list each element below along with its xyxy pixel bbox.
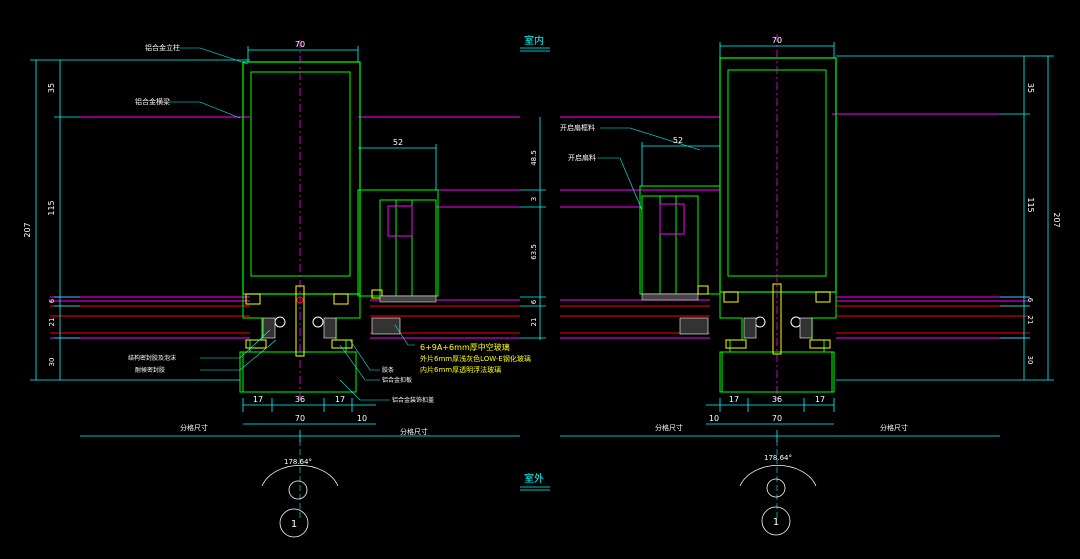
note-cover-plate: 铝合金扣板 (382, 376, 412, 384)
mid-dim-485: 48.5 (530, 150, 538, 166)
right-label-open-frame: 开启扇框料 (560, 123, 595, 132)
left-dim-70: 70 (295, 40, 305, 49)
right-dim-70b: 70 (772, 414, 782, 423)
left-angle: 178.64° (284, 458, 312, 466)
right-dim-17a: 17 (729, 395, 739, 404)
right-dim-70: 70 (772, 36, 782, 45)
left-dim-35: 35 (47, 83, 56, 93)
left-mullion-outer (242, 61, 361, 295)
right-label-open-sash: 开启扇料 (568, 153, 596, 162)
right-dim-115: 115 (1026, 197, 1035, 212)
glass-spec-1: 6+9A+6mm厚中空玻璃 (420, 342, 510, 352)
glass-spec-3: 内片6mm厚透明浮法玻璃 (420, 365, 501, 374)
note-gasket: 胶条 (382, 366, 394, 374)
left-label-alu-beam: 铝合金横梁 (135, 97, 170, 106)
mid-dim-21: 21 (530, 318, 538, 327)
right-dim-36: 36 (772, 395, 782, 404)
right-dim-17b: 17 (815, 395, 825, 404)
left-dim-17a: 17 (253, 395, 263, 404)
right-span-label: 分格尺寸 (655, 423, 683, 432)
left-dim-21: 21 (48, 318, 56, 327)
right-span-label-2: 分格尺寸 (880, 423, 908, 432)
left-dim-30: 30 (48, 358, 56, 367)
right-dim-21: 21 (1026, 316, 1034, 325)
right-dim-10: 10 (709, 414, 719, 423)
left-span-label-2: 分格尺寸 (400, 427, 428, 436)
right-angle: 178.64° (764, 454, 792, 462)
left-dim-52: 52 (393, 138, 403, 147)
interior-label: 室内 (524, 34, 544, 47)
left-dim-10: 10 (357, 414, 367, 423)
right-dim-30: 30 (1026, 356, 1034, 365)
glass-spec-2: 外片6mm厚浅灰色LOW-E钢化玻璃 (420, 354, 531, 363)
left-dim-115: 115 (47, 200, 56, 215)
left-dim-70b: 70 (295, 414, 305, 423)
left-section-number: 1 (291, 519, 297, 530)
right-dim-207: 207 (1052, 212, 1061, 227)
left-label-alu-post: 铝合金立柱 (145, 43, 180, 52)
mid-dim-3: 3 (530, 197, 538, 201)
exterior-label: 室外 (524, 472, 544, 485)
note-weather-sealant: 耐候密封胶 (135, 366, 165, 374)
note-deco-cap: 铝合金装饰扣盖 (392, 396, 434, 404)
mid-dim-6: 6 (530, 299, 538, 304)
left-mullion-inner (250, 71, 351, 277)
note-structural-sealant: 结构密封胶及泡沫 (128, 354, 176, 362)
right-detail: 70 52 开启扇框料 开启扇料 17 36 17 70 10 分格尺寸 分格尺… (560, 34, 1061, 536)
right-dim-6: 6 (1026, 298, 1034, 303)
left-span-label: 分格尺寸 (180, 423, 208, 432)
left-dim-6: 6 (48, 298, 56, 303)
right-section-number: 1 (773, 517, 779, 528)
right-dim-35: 35 (1026, 83, 1035, 93)
left-dim-36: 36 (295, 395, 305, 404)
right-dim-52: 52 (673, 136, 683, 145)
mid-dim-635: 63.5 (530, 244, 538, 260)
left-detail: 70 铝合金立柱 铝合金横梁 52 6+9A+6mm厚中空玻璃 外片6mm厚浅灰… (23, 40, 546, 538)
left-dim-207: 207 (23, 222, 32, 237)
left-dim-17b: 17 (335, 395, 345, 404)
